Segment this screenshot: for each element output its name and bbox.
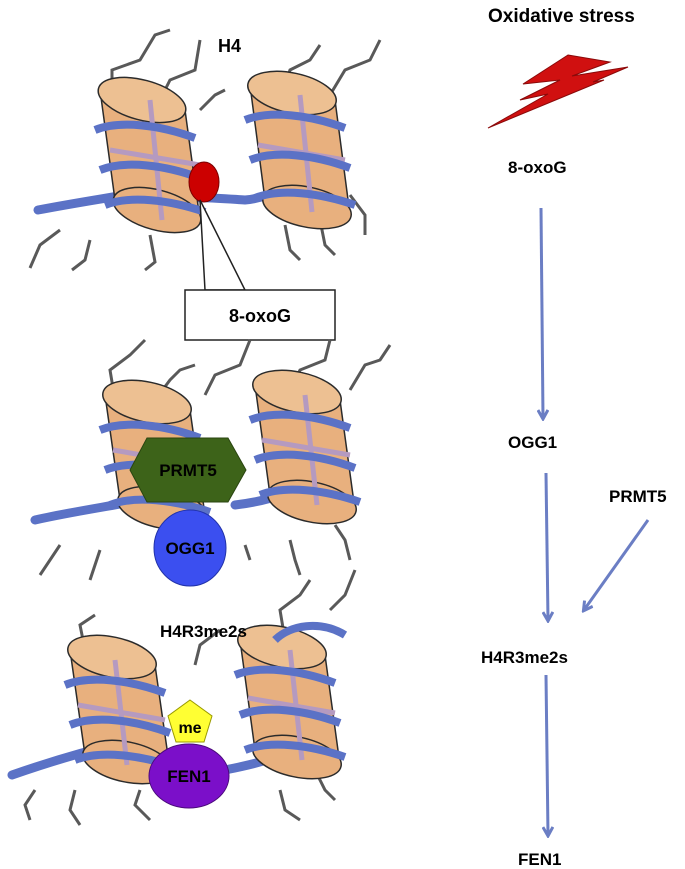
nucleosome-left [93,76,207,234]
node-8-oxog: 8-oxoG [508,158,567,177]
fen1-protein [148,743,230,809]
lightning-bolt-icon [487,54,629,129]
arrow-8oxog-to-ogg1 [541,207,543,418]
arrow-prmt5-to-h4r3me2s [584,519,650,610]
node-ogg1: OGG1 [508,433,557,452]
node-prmt5: PRMT5 [609,487,667,506]
h4-label: H4 [218,36,241,56]
ogg1-label: OGG1 [165,539,214,558]
panel-1-lesion: 8-oxoG H4 [28,28,382,341]
callout-label: 8-oxoG [229,306,291,326]
nucleosome-right [233,621,348,780]
ogg1-protein [153,509,227,587]
nucleosome-right [243,70,357,230]
node-fen1: FEN1 [518,850,561,869]
me-pentagon [167,699,213,743]
arrow-h4r3me2s-to-fen1 [546,674,548,835]
lesion-8-oxog [188,161,220,203]
prmt5-hexagon [129,437,247,503]
callout-pointer [199,199,247,291]
nucleosome-right [248,369,362,525]
node-h4r3me2s: H4R3me2s [481,648,568,667]
pathway-flow: Oxidative stress 8-oxoG OGG1 PRMT5 H4R3m… [481,6,667,869]
fen1-label: FEN1 [167,767,210,786]
h4r3me2s-mark-label: H4R3me2s [160,622,247,641]
oxidative-stress-title: Oxidative stress [488,6,635,27]
callout-box [184,289,336,341]
me-label: me [178,720,201,737]
panel-3-fen1: FEN1 me H4R3me2s [7,569,357,826]
panel-2-ogg1-prmt5: OGG1 PRMT5 [30,338,392,587]
arrow-ogg1-to-h4r3me2s [546,472,548,620]
prmt5-label: PRMT5 [159,461,217,480]
